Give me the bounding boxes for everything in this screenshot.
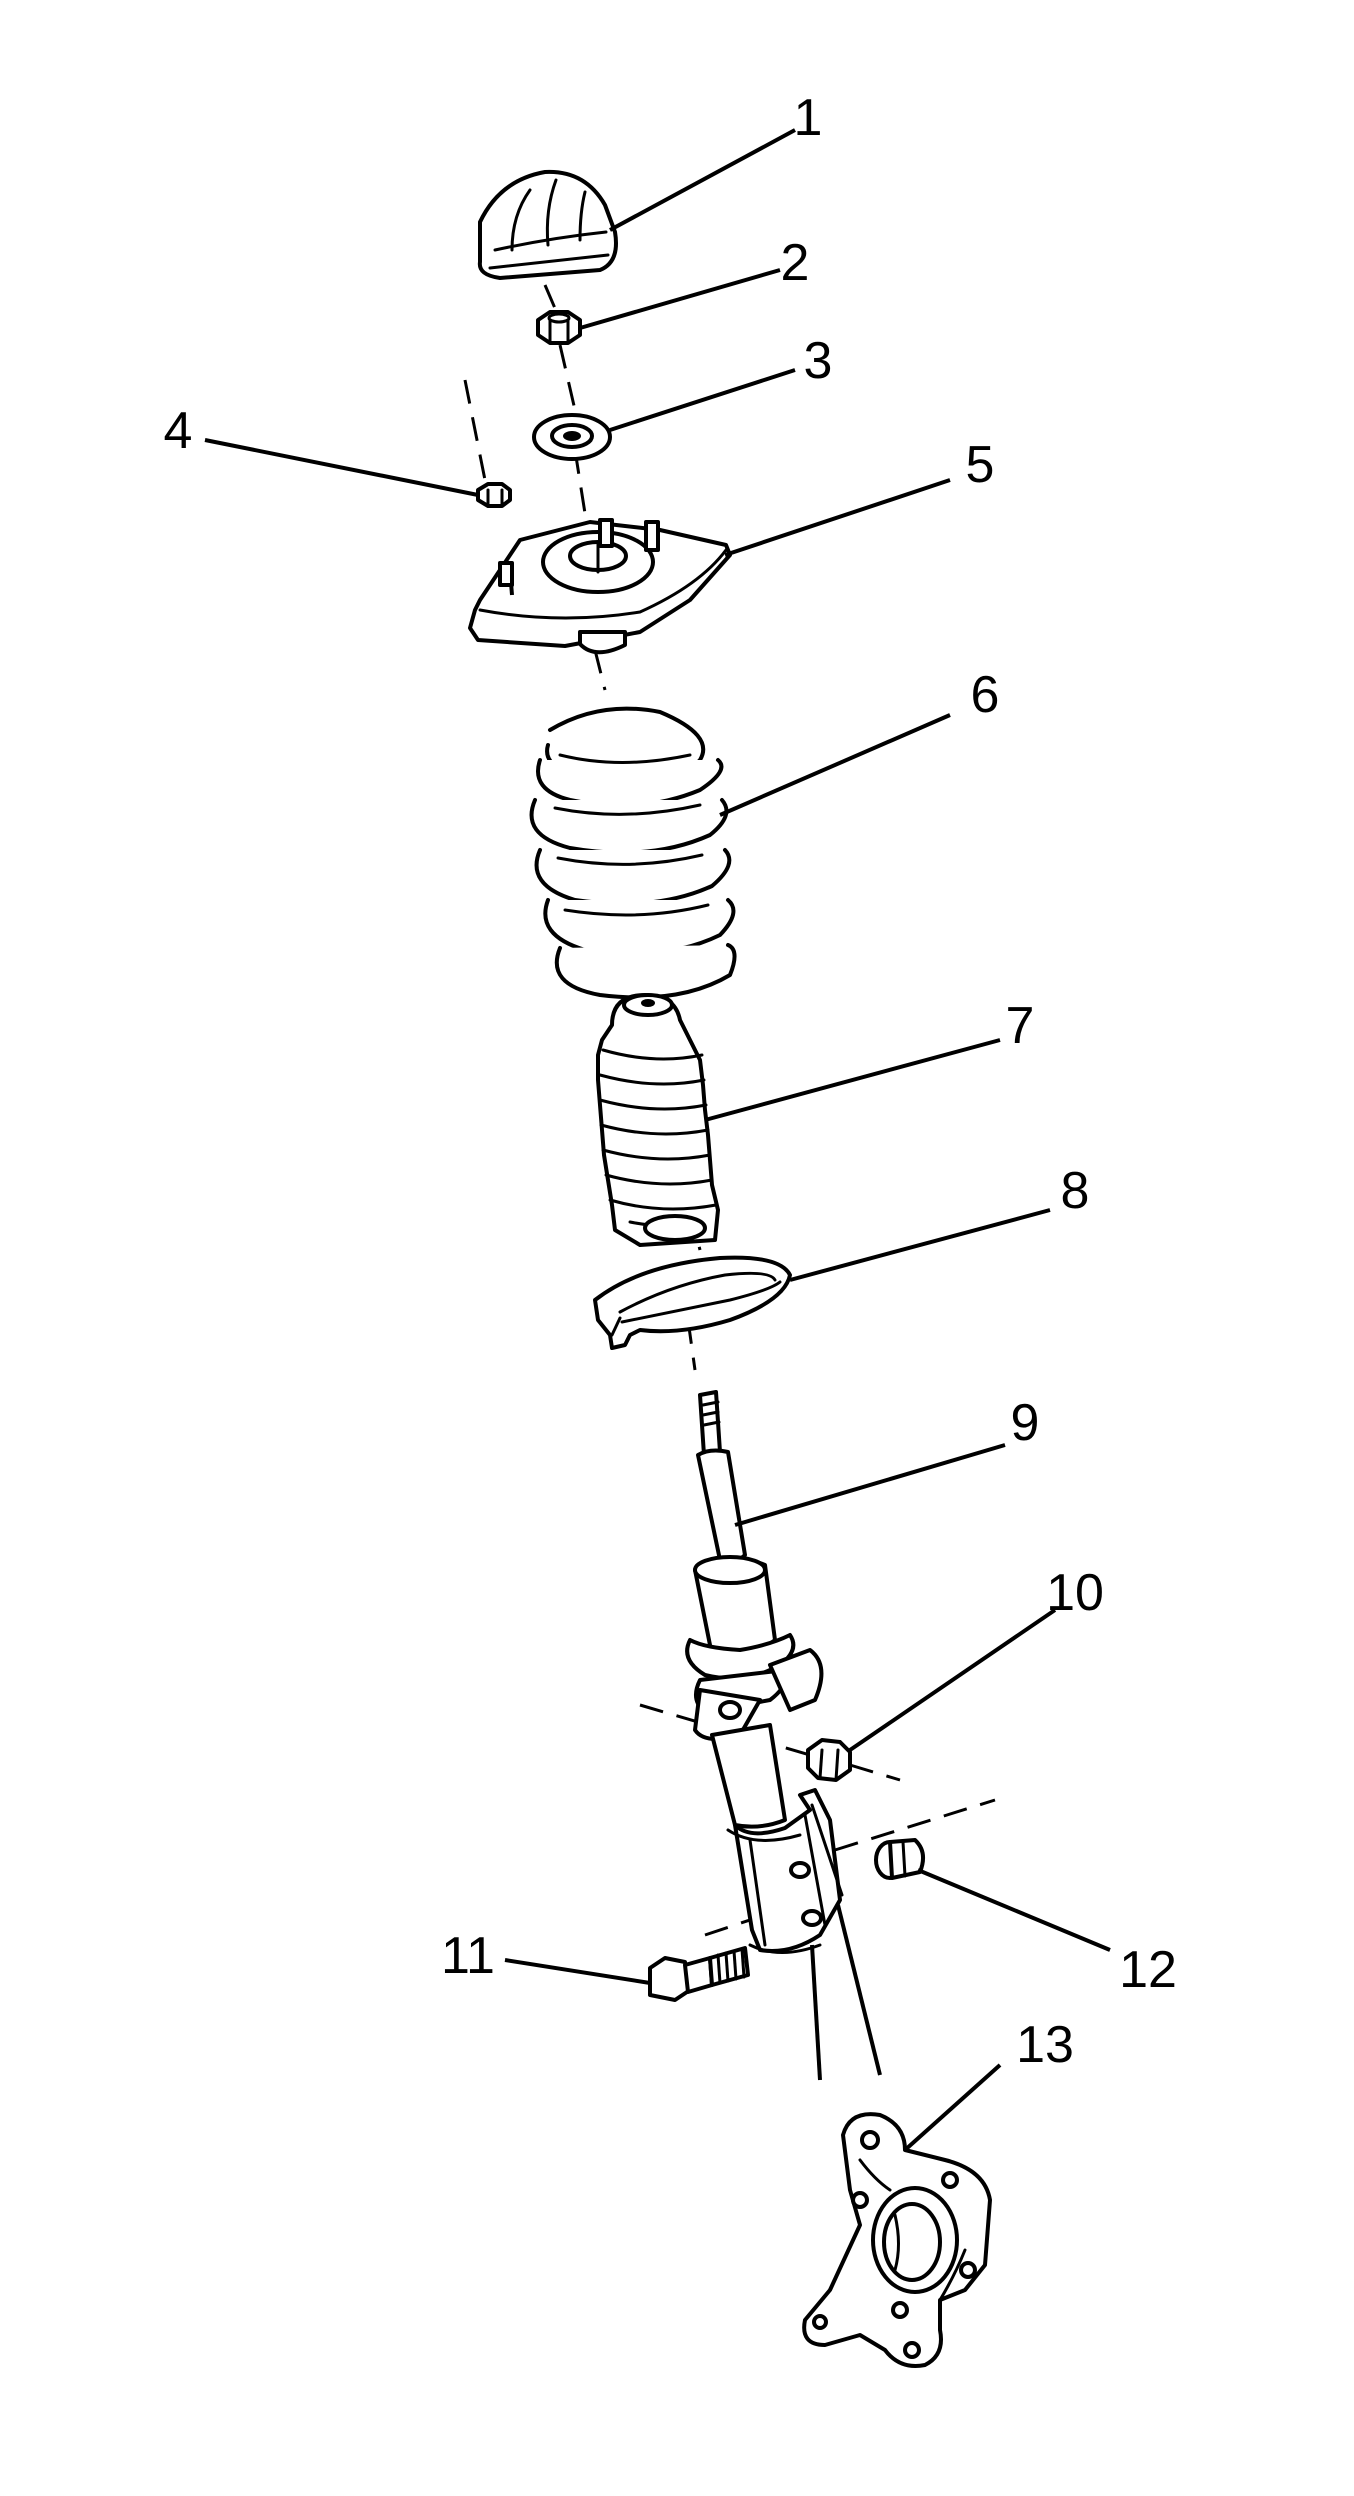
spring-lower-insulator-icon bbox=[593, 1255, 792, 1350]
steering-knuckle-icon bbox=[802, 2112, 992, 2368]
strut-mount-icon bbox=[468, 518, 732, 655]
coil-spring-icon bbox=[529, 706, 737, 1000]
callout-7: 7 bbox=[1006, 997, 1035, 1055]
strut-mount-washer-icon bbox=[532, 413, 612, 461]
leader-lines bbox=[204, 128, 1111, 2152]
callout-13: 13 bbox=[1016, 2016, 1074, 2074]
strut-dust-boot-icon bbox=[596, 993, 720, 1247]
strut-mount-nut-icon bbox=[476, 482, 512, 508]
callout-8: 8 bbox=[1061, 1162, 1090, 1220]
strut-mount-cap-icon bbox=[477, 169, 618, 280]
strut-rod-nut-icon bbox=[536, 310, 582, 345]
callout-3: 3 bbox=[804, 332, 833, 390]
callout-2: 2 bbox=[781, 234, 810, 292]
callout-11: 11 bbox=[441, 1927, 495, 1985]
strut-to-knuckle-bolt-icon bbox=[648, 1946, 750, 2002]
callout-10: 10 bbox=[1046, 1564, 1104, 1622]
callout-9: 9 bbox=[1011, 1394, 1040, 1452]
callout-4: 4 bbox=[164, 402, 193, 460]
callout-5: 5 bbox=[966, 436, 995, 494]
callout-12: 12 bbox=[1119, 1941, 1177, 1999]
callout-labels: 1 2 3 4 5 6 7 8 9 10 11 12 13 bbox=[164, 89, 1177, 2074]
callout-1: 1 bbox=[794, 89, 823, 147]
strut-assembly-icon bbox=[685, 1390, 882, 2081]
stabilizer-link-nut-icon bbox=[806, 1738, 852, 1782]
callout-6: 6 bbox=[971, 666, 1000, 724]
strut-to-knuckle-nut-icon bbox=[874, 1838, 926, 1880]
